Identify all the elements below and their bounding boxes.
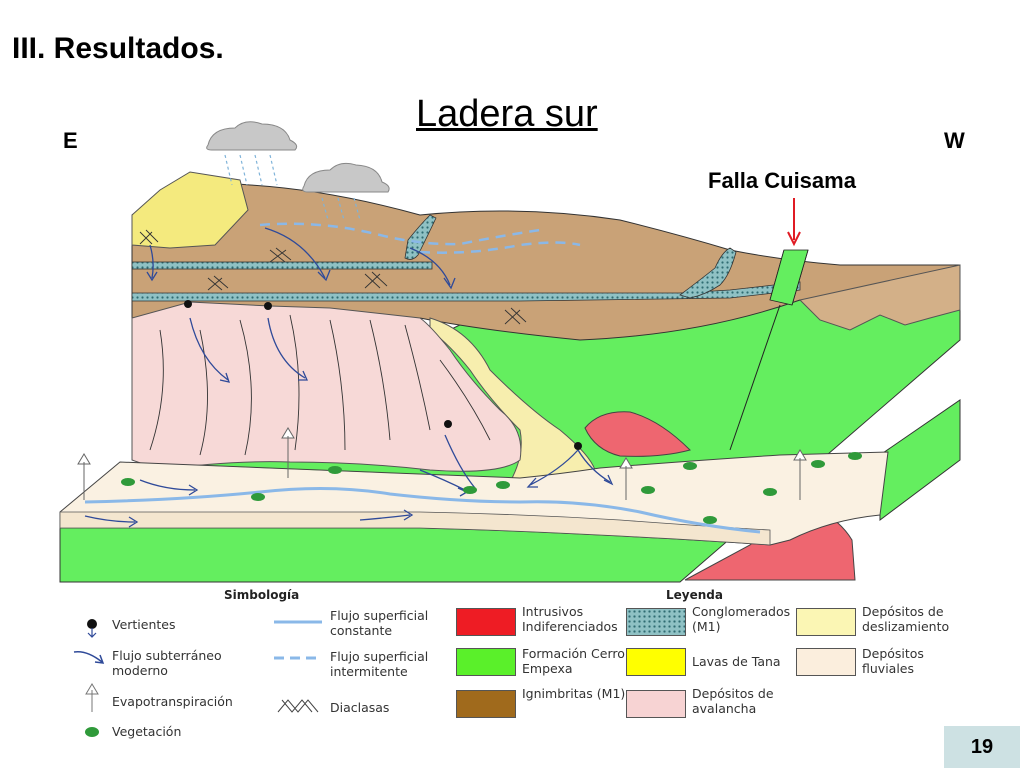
- simbologia-icons-mid: [274, 620, 322, 713]
- intrusive-body-upper: [584, 411, 691, 457]
- legend-label-ignimbrite: Ignimbritas (M1): [522, 686, 626, 701]
- symbol-label-springs: Vertientes: [112, 617, 176, 632]
- geologic-block-diagram: [59, 121, 961, 583]
- legend-swatch-fluvial: [796, 648, 856, 676]
- conglomerate-band-lower: [131, 281, 801, 302]
- legend-swatch-empexa: [456, 648, 516, 676]
- legend-label-intrusive: Intrusivos Indiferenciados: [522, 604, 618, 634]
- legend-swatch-lava-tana: [626, 648, 686, 676]
- legend-swatch-landslide: [796, 608, 856, 636]
- slide-title: III. Resultados.: [12, 32, 224, 65]
- fault-arrow-icon: [787, 198, 801, 247]
- spring-icon: [87, 619, 97, 638]
- symbol-label-constant-flow: Flujo superficial constante: [330, 608, 429, 638]
- legend-label-fluvial: Depósitos fluviales: [862, 646, 924, 676]
- empexa-right-face: [879, 399, 961, 521]
- legend-label-lava-tana: Lavas de Tana: [692, 654, 781, 669]
- simbologia-heading: Simbología: [224, 588, 300, 602]
- conglomerate-channel-mid: [679, 247, 737, 299]
- cloud-icon-2: [302, 162, 390, 221]
- legend-swatch-ignimbrite: [456, 690, 516, 718]
- evapotranspiration-arrows: [77, 427, 807, 500]
- conglomerate-band-upper: [131, 261, 433, 270]
- symbol-label-vegetation: Vegetación: [112, 724, 182, 739]
- simbologia-icons-left: [73, 619, 105, 737]
- spring-icons: [184, 300, 582, 450]
- east-label: E: [63, 128, 78, 153]
- joints-icon: [277, 699, 319, 713]
- evapotranspiration-icon: [85, 683, 99, 712]
- joints-texture: [139, 229, 527, 325]
- fault-zone-fill: [769, 249, 809, 306]
- diagram-subtitle: Ladera sur: [416, 93, 598, 135]
- legend-label-conglomerate: Conglomerados (M1): [692, 604, 791, 634]
- leyenda-heading: Leyenda: [666, 588, 723, 602]
- intermittent-stream-1: [259, 222, 541, 246]
- legend-label-avalanche: Depósitos de avalancha: [692, 686, 774, 716]
- avalanche-texture: [149, 314, 491, 456]
- constant-river: [84, 486, 761, 534]
- symbol-label-joints: Diaclasas: [330, 700, 390, 715]
- legend-label-empexa: Formación Cerro Empexa: [522, 646, 625, 676]
- conglomerate-channel-left: [404, 214, 437, 260]
- symbol-label-intermittent-flow: Flujo superficial intermitente: [330, 649, 429, 679]
- fault-label: Falla Cuisama: [708, 168, 856, 193]
- intermittent-stream-2: [419, 241, 581, 254]
- legend-swatch-avalanche: [626, 690, 686, 718]
- fluvial-front-face: [59, 511, 771, 546]
- symbol-label-evapotranspiration: Evapotranspiración: [112, 694, 233, 709]
- underground-flow-arrows: [84, 227, 614, 528]
- symbol-label-underground-flow: Flujo subterráneo moderno: [112, 648, 222, 678]
- cloud-icon-1: [206, 121, 298, 186]
- legend-label-landslide: Depósitos de deslizamiento: [862, 604, 950, 634]
- fault-line-lower: [729, 304, 781, 451]
- lava-tana-cap: [131, 171, 249, 249]
- legend-swatch-intrusive: [456, 608, 516, 636]
- vegetation-icon: [85, 727, 99, 737]
- ignimbrite-right-face: [798, 264, 961, 331]
- vegetation-icons: [121, 452, 862, 524]
- avalanche-deposit: [131, 301, 522, 472]
- slide-number-badge: 19: [944, 726, 1020, 768]
- west-label: W: [944, 128, 965, 153]
- underground-flow-icon: [73, 650, 105, 664]
- legend-swatch-conglomerate: [626, 608, 686, 636]
